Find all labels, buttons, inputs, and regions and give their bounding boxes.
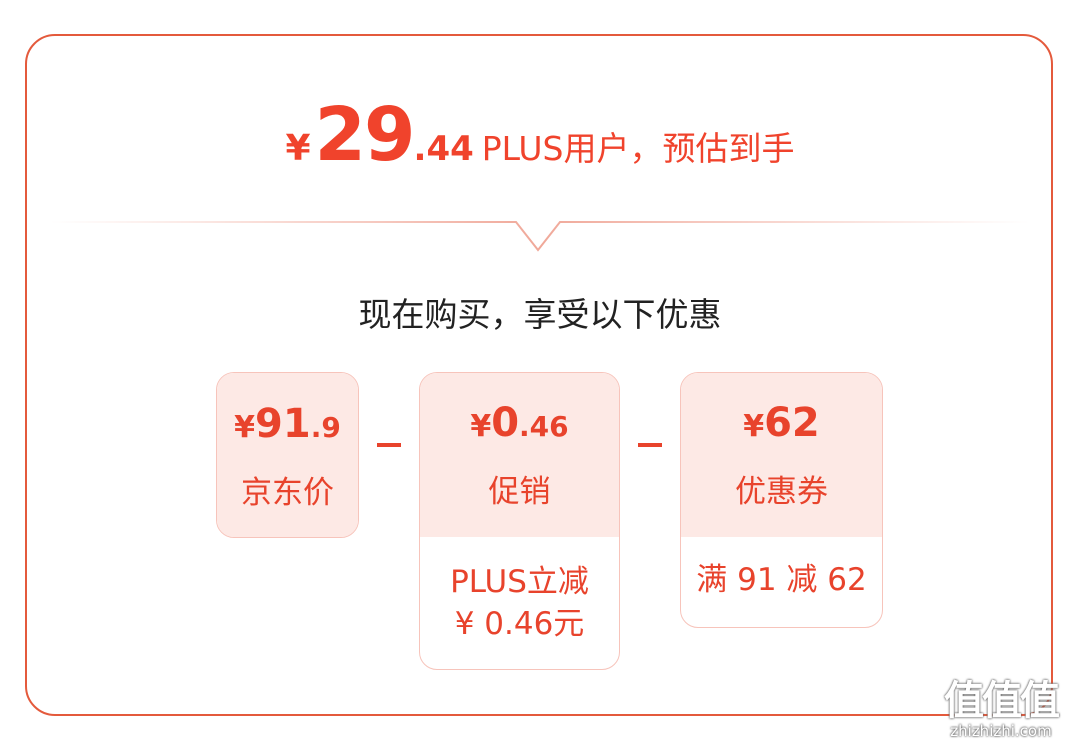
jd-price-currency: ¥ [234, 409, 256, 445]
promotion-box: ¥ 0 .46 促销 PLUS立减 ¥ 0.46元 [419, 372, 620, 670]
headline-price-decimal: .44 [413, 129, 474, 169]
jd-price-integer: 91 [255, 400, 311, 447]
coupon-currency: ¥ [743, 408, 765, 444]
promotion-value: ¥ 0 .46 [470, 400, 568, 452]
coupon-detail-line: 满 91 减 62 [696, 562, 867, 598]
coupon-integer: 62 [764, 399, 820, 446]
offers-subtitle: 现在购买，享受以下优惠 [358, 295, 722, 334]
minus-sign [638, 443, 662, 447]
jd-price-label: 京东价 [241, 474, 334, 511]
divider-with-pointer [50, 221, 1030, 252]
promotion-detail-line: ¥ 0.46元 [454, 606, 585, 642]
coupon-panel: ¥ 62 优惠券 [681, 373, 882, 537]
watermark-site: zhizhizhi.com [950, 722, 1052, 740]
headline-price-integer: 29 [314, 92, 416, 178]
jd-price-decimal: .9 [310, 410, 341, 444]
promotion-detail-line: PLUS立减 [450, 564, 589, 600]
promotion-label: 促销 [488, 473, 551, 510]
promotion-decimal: .46 [519, 409, 569, 443]
promotion-currency: ¥ [470, 408, 492, 444]
jd-price-value: ¥ 91 .9 [234, 401, 341, 453]
jd-price-box: ¥ 91 .9 京东价 [216, 372, 359, 538]
headline-currency: ¥ [285, 128, 311, 169]
jd-price-panel: ¥ 91 .9 京东价 [217, 373, 358, 537]
watermark-logo: 值值值 [944, 678, 1060, 724]
promotion-panel: ¥ 0 .46 促销 [420, 373, 619, 537]
coupon-value: ¥ 62 [743, 400, 820, 452]
coupon-label: 优惠券 [735, 473, 828, 510]
promotion-detail: PLUS立减 ¥ 0.46元 [420, 537, 619, 645]
minus-sign [377, 443, 401, 447]
headline-text: PLUS用户，预估到手 [481, 129, 795, 168]
watermark: 值值值 zhizhizhi.com [928, 668, 1074, 748]
estimated-price-headline: ¥ 29 .44 PLUS用户，预估到手 [0, 92, 1080, 182]
promotion-integer: 0 [491, 399, 520, 446]
coupon-box: ¥ 62 优惠券 满 91 减 62 [680, 372, 883, 628]
coupon-detail: 满 91 减 62 [681, 537, 882, 601]
